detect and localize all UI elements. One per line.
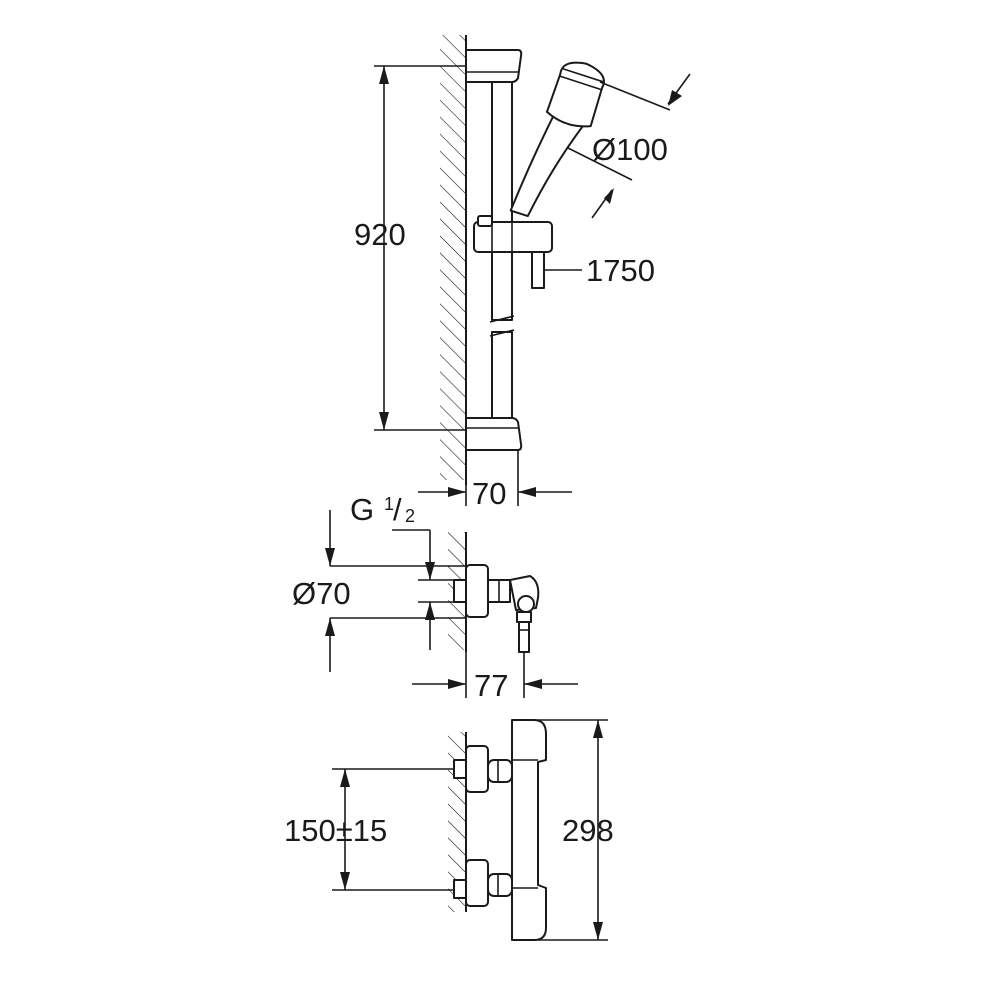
shower-head	[545, 61, 605, 128]
valve-flange	[465, 564, 489, 618]
lower-inlet-flange	[465, 859, 489, 907]
hand-shower	[509, 61, 605, 218]
thread-size-numerator: 1	[384, 494, 394, 514]
lower-union-connector	[487, 873, 513, 897]
valve-section: G 1 / 2 Ø70 77	[292, 492, 578, 703]
rail-section: 920 Ø100 1750 70	[354, 35, 691, 511]
dim-150-arrow-top	[340, 769, 350, 787]
dim-1750-label: 1750	[586, 253, 655, 288]
dim-298-arrow-top	[593, 720, 603, 738]
shower-handle	[509, 111, 587, 218]
thermostat-body	[511, 719, 547, 941]
valve-outlet-ring	[517, 595, 535, 613]
dim-100-arrow-bottom	[604, 188, 614, 204]
dim-298-label: 298	[562, 813, 614, 848]
dim-70-arrow-left	[448, 487, 466, 497]
rail-bar-lower	[491, 331, 513, 419]
dim-298-arrow-bottom	[593, 922, 603, 940]
wall-hatching-top	[440, 35, 466, 480]
thread-size-slash: /	[393, 492, 402, 527]
dim-150-arrow-bottom	[340, 872, 350, 890]
dim-100-arrow-top	[668, 90, 682, 106]
dim-100-label: Ø100	[592, 132, 668, 167]
dim-920-arrow-top	[379, 66, 389, 84]
rail-break-line-1	[489, 315, 515, 323]
dim-100-ext-bottom	[567, 147, 633, 181]
lower-wall-bracket	[465, 417, 523, 451]
hose-stub	[531, 251, 545, 289]
dim-d70-arrow-bottom	[325, 618, 335, 636]
dim-70-label: 70	[472, 476, 506, 511]
dim-d70-lower-arrow	[425, 602, 435, 620]
dim-70-arrow-right	[518, 487, 536, 497]
upper-union-connector	[487, 759, 513, 783]
valve-outlet-stub	[516, 611, 532, 623]
valve-outlet-pipe	[518, 621, 530, 653]
slider-holder	[473, 221, 553, 253]
shower-head-face-line-2	[561, 67, 605, 83]
rail-bar-upper	[491, 81, 513, 321]
thread-arrow	[425, 562, 435, 580]
shower-head-face-line	[558, 75, 603, 91]
upper-inlet-flange	[465, 745, 489, 793]
dim-920-arrow-bottom	[379, 412, 389, 430]
dim-920-label: 920	[354, 217, 406, 252]
upper-wall-bracket	[465, 49, 523, 83]
rail-break-line-2	[489, 329, 515, 337]
thread-size-denominator: 2	[405, 506, 415, 526]
dim-77-arrow-left	[448, 679, 466, 689]
dim-d70-arrow-top	[325, 548, 335, 566]
dim-d70-label: Ø70	[292, 576, 351, 611]
dim-77-label: 77	[474, 668, 508, 703]
dim-100-ext-top	[599, 81, 671, 111]
slider-knob	[477, 215, 493, 227]
dim-77-arrow-right	[524, 679, 542, 689]
dim-150-label: 150±15	[284, 813, 387, 848]
thermostat-section: 150±15 298	[284, 719, 614, 941]
thread-size-main: G	[350, 492, 374, 527]
